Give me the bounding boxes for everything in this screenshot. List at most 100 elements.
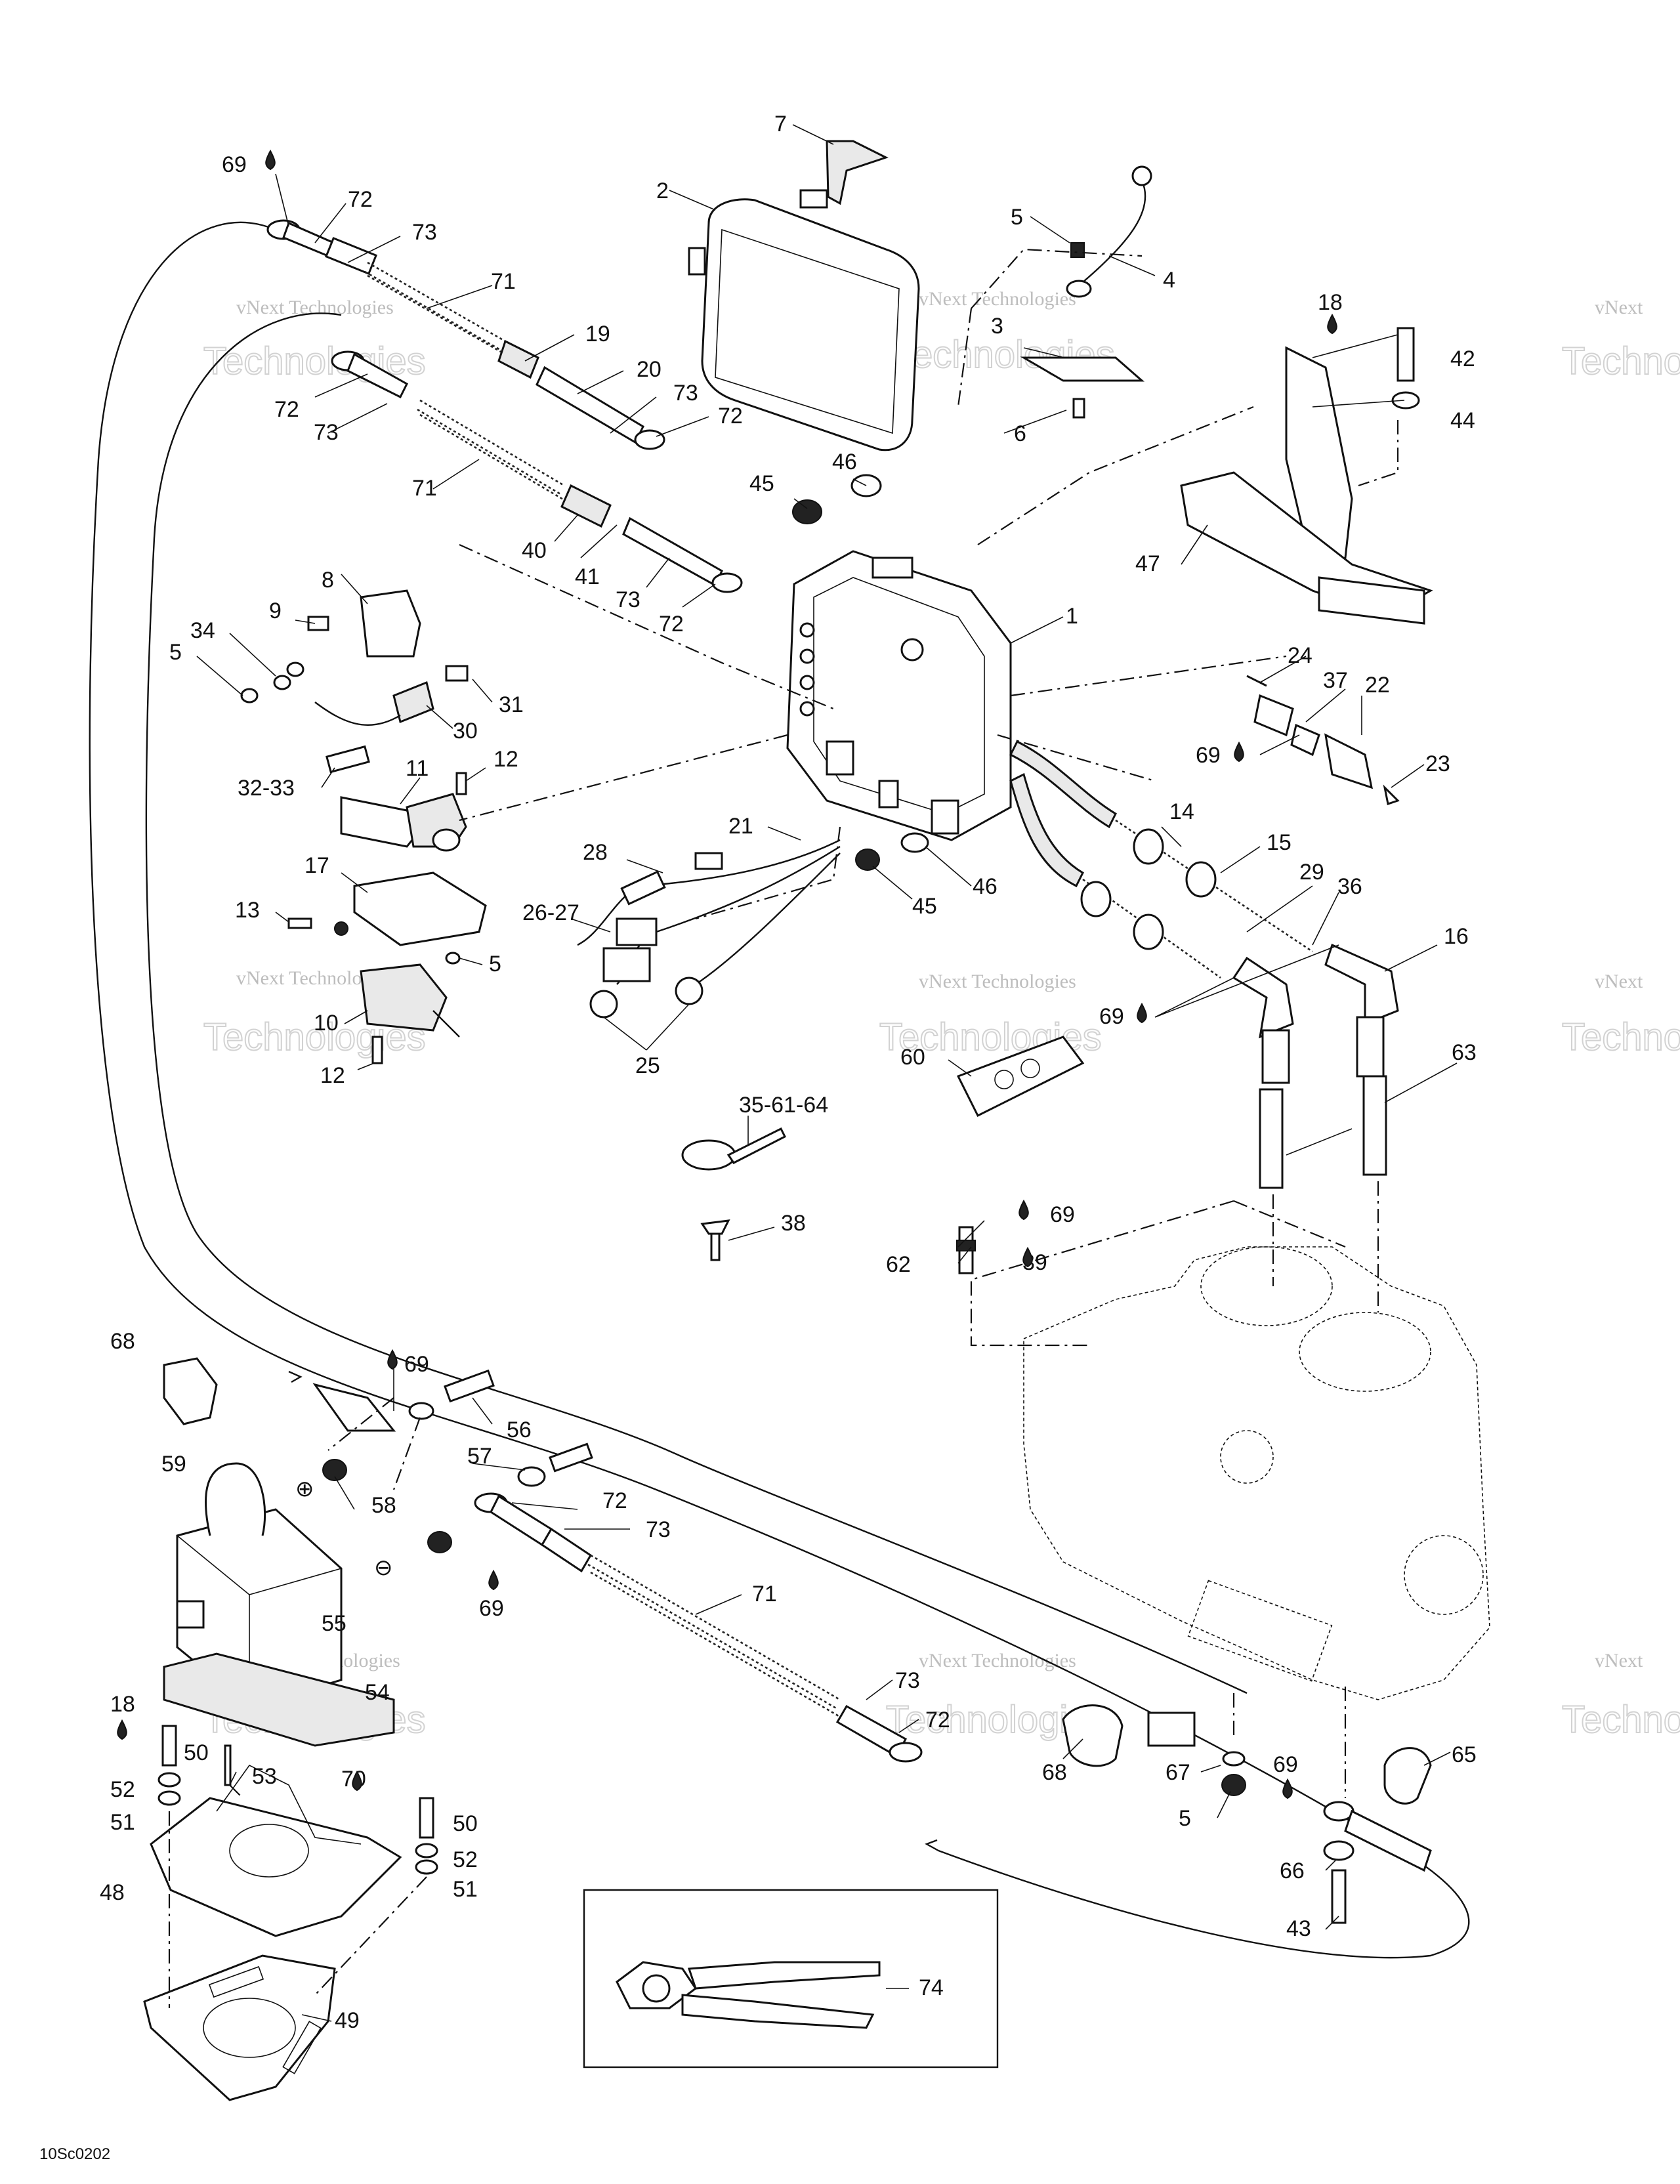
washer [415,1843,438,1858]
callout-labels: 69 72 73 71 19 20 73 72 72 73 71 40 41 7… [100,112,1477,2033]
battery-cable-upper [266,219,665,450]
callout-16: 16 [1444,924,1469,949]
coil-lead [432,1010,460,1038]
callout-12: 12 [320,1063,345,1088]
wire-harness [695,852,841,985]
callout-52: 52 [110,1777,135,1802]
callout-72: 72 [659,612,684,637]
cable-tie-tail [726,1127,787,1164]
callout-17: 17 [304,853,329,878]
callout-28: 28 [583,840,608,865]
callout-73: 73 [895,1668,920,1693]
callout-6: 6 [1014,421,1026,446]
ignition-lead-tube [1009,740,1117,829]
spark-plug [1259,1088,1284,1189]
terminal-cap [1062,1704,1124,1767]
callout-23: 23 [1425,751,1450,776]
callout-52: 52 [453,1847,478,1872]
callout-19: 19 [585,322,610,346]
callout-38: 38 [781,1211,806,1236]
lead-grommet [1185,861,1217,898]
callout-24: 24 [1288,643,1312,668]
bolt [1331,1869,1347,1924]
crimp-tool [616,1961,881,2029]
nut [445,952,461,965]
callout-37: 37 [1323,668,1348,693]
callout-29: 29 [1299,860,1324,885]
sealant-markers [117,149,1337,1799]
lead-grommet [1133,828,1164,865]
watermark-line: vNext Technologies [919,288,1076,310]
battery-pad [163,1652,395,1747]
callout-53: 53 [252,1764,277,1789]
callout-5: 5 [1179,1806,1191,1831]
connector [1324,733,1373,789]
callout-5: 5 [489,952,501,976]
callout-14: 14 [1169,799,1194,824]
callout-41: 41 [575,564,600,589]
callout-leaders [196,124,1458,2022]
callout-62: 62 [886,1252,911,1277]
droplet-icon [1282,1778,1293,1799]
connector [616,917,658,946]
spark-plug-cap [1324,943,1399,1026]
watermark-big: Technologies [1562,1698,1680,1741]
ignition-coil [360,963,448,1032]
callout-73: 73 [314,420,339,445]
callout-11: 11 [406,756,429,781]
droplet-icon [1022,1246,1033,1268]
bolt [161,1725,177,1767]
callout-59: 59 [161,1452,186,1477]
ground-plate [1020,356,1144,382]
callout-69: 69 [404,1352,429,1377]
callout-31: 31 [499,692,524,717]
vent-tube [224,1744,232,1786]
screw [700,1219,730,1235]
washer [517,1466,546,1487]
nut [1221,1774,1246,1796]
lead-grommet [1080,881,1112,917]
callout-57: 57 [467,1444,492,1469]
callout-42: 42 [1450,346,1475,371]
callout-73: 73 [412,220,437,245]
callout-49: 49 [335,2008,360,2033]
droplet-icon [1137,1002,1147,1024]
callout-10: 10 [314,1011,339,1036]
callout-7: 7 [774,112,787,136]
callout-69: 69 [1196,743,1221,768]
screw [1072,398,1085,419]
bolt [1396,327,1415,382]
callout-45: 45 [749,471,774,496]
nut [322,1459,347,1481]
screw-shank [710,1232,721,1261]
callout-69: 69 [1099,1004,1124,1029]
callout-72: 72 [602,1488,627,1513]
arrow [288,1370,303,1383]
callout-13: 13 [235,898,260,923]
callout-48: 48 [100,1880,125,1905]
callout-18: 18 [110,1692,135,1717]
callout-2: 2 [656,178,669,203]
callout-72: 72 [348,187,373,212]
callout-4: 4 [1163,268,1175,293]
callout-35-61-64: 35-61-64 [739,1093,828,1118]
callout-47: 47 [1135,551,1160,576]
callout-1: 1 [1066,604,1078,629]
bolt [444,1369,495,1403]
cable-end [1147,1712,1196,1747]
ring-terminal [589,990,618,1018]
washer [408,1402,434,1420]
callout-18: 18 [1318,290,1343,315]
callout-72: 72 [274,397,299,422]
positive-terminal-symbol: ⊕ [295,1477,314,1502]
callout-26-27: 26-27 [522,900,579,925]
bolt [419,1797,434,1839]
battery-cable-bottom [474,1492,923,1763]
callout-50: 50 [184,1740,209,1765]
callout-55: 55 [322,1611,346,1636]
ignition-lead-tube [1009,772,1084,888]
washer [1391,391,1420,410]
screw [455,772,467,795]
arrow [925,1839,939,1852]
